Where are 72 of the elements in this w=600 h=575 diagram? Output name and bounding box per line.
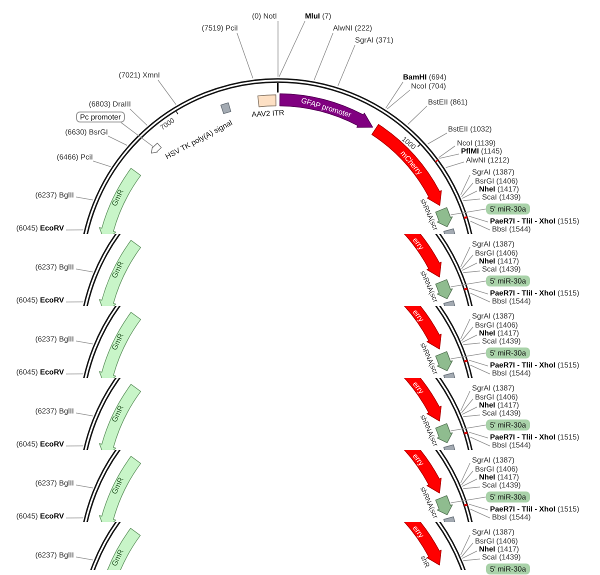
leader-line <box>76 196 94 200</box>
leader-line <box>450 496 486 504</box>
leader-line <box>460 390 470 412</box>
leader-line <box>468 360 488 366</box>
leader-line <box>462 550 478 559</box>
leader-line <box>461 542 474 558</box>
leader-line <box>92 160 112 168</box>
leader-line <box>460 318 470 340</box>
leader-line <box>450 424 486 432</box>
leader-line <box>76 556 94 560</box>
plasmid-backbone <box>83 306 122 378</box>
leader-line <box>450 208 486 216</box>
leader-line <box>470 508 490 518</box>
leader-line <box>120 122 154 147</box>
leader-line <box>468 216 488 222</box>
leader-line <box>470 292 490 302</box>
leader-line <box>462 334 478 343</box>
leader-line <box>158 80 176 105</box>
plasmid-backbone <box>434 522 466 570</box>
feature-box <box>443 444 456 450</box>
leader-line <box>76 484 94 488</box>
plasmid-backbone <box>83 234 122 306</box>
leader-line <box>76 340 94 344</box>
leader-line <box>450 352 486 360</box>
feature-box <box>443 516 456 522</box>
leader-line <box>462 190 478 199</box>
leader-line <box>338 44 356 86</box>
plasmid-backbone <box>83 450 122 522</box>
leader-line <box>462 262 478 271</box>
leader-line <box>461 326 474 342</box>
plasmid-backbone <box>83 378 122 450</box>
leader-line <box>460 246 470 268</box>
leader-line <box>462 414 480 418</box>
feature-box <box>443 228 456 234</box>
leader-line <box>468 288 488 294</box>
leader-line <box>462 270 480 274</box>
leader-line <box>445 162 464 168</box>
leader-line <box>76 412 94 416</box>
leader-line <box>462 478 478 487</box>
leader-line <box>460 174 470 196</box>
leader-line <box>462 558 480 562</box>
leader-line <box>461 470 474 486</box>
leader-line <box>462 198 480 202</box>
leader-line <box>130 108 148 126</box>
leader-line <box>385 82 404 109</box>
leader-line <box>407 106 428 125</box>
leader-line <box>462 486 480 490</box>
leader-line <box>76 268 94 272</box>
leader-line <box>438 146 456 158</box>
leader-line <box>470 436 490 446</box>
leader-line <box>470 364 490 374</box>
leader-line <box>278 20 306 78</box>
leader-line <box>386 90 410 110</box>
leader-line <box>427 132 448 144</box>
leader-line <box>462 406 478 415</box>
leader-line <box>461 254 474 270</box>
leader-line <box>461 182 474 198</box>
leader-line <box>314 32 334 80</box>
leader-line <box>450 280 486 288</box>
leader-line <box>236 32 254 79</box>
leader-line <box>461 398 474 414</box>
leader-line <box>439 154 460 159</box>
leader-line <box>468 432 488 438</box>
feature-box <box>443 372 456 378</box>
leader-line <box>460 462 470 484</box>
leader-line <box>470 220 490 230</box>
leader-line <box>468 504 488 510</box>
leader-line <box>462 342 480 346</box>
feature-box <box>443 300 456 306</box>
leader-line <box>108 136 128 146</box>
leader-line <box>460 534 470 556</box>
feature-block <box>148 142 163 156</box>
